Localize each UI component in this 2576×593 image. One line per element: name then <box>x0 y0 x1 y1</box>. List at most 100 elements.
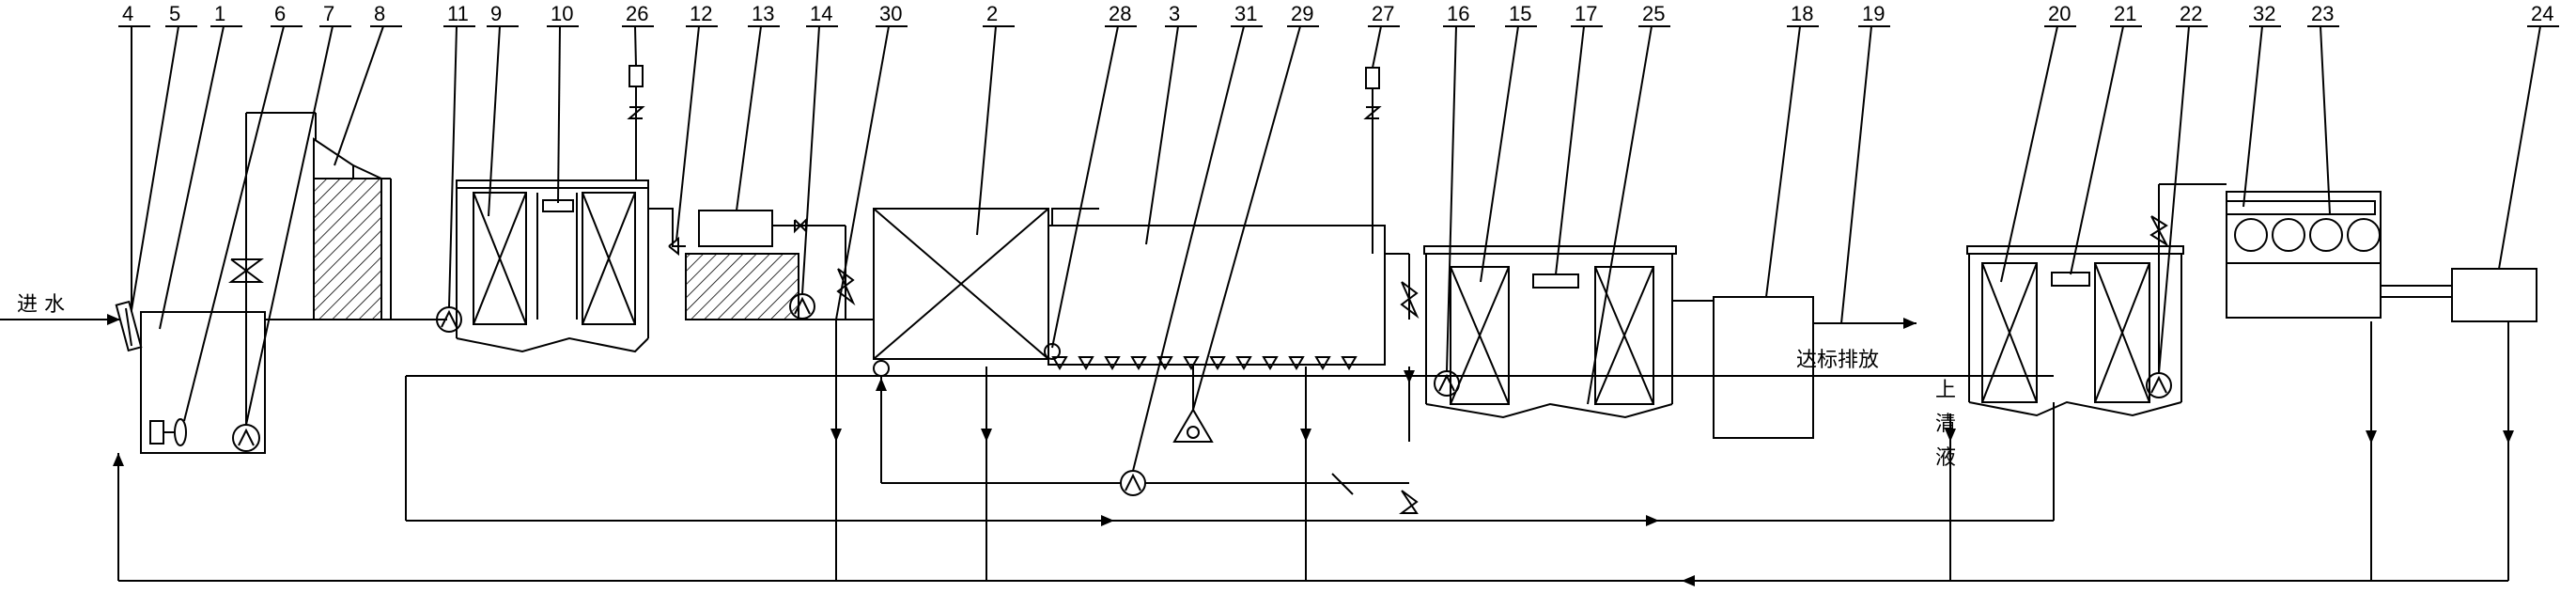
callout-leader-1 <box>159 25 225 330</box>
callout-leader-32 <box>2242 25 2263 208</box>
blower-29 <box>1172 365 1214 443</box>
diffuser <box>1051 356 1068 370</box>
sludge-cake-box <box>2381 268 2537 322</box>
callout-13: 13 <box>752 2 774 25</box>
callout-leader-24 <box>2498 25 2541 270</box>
callout-18: 18 <box>1791 2 1813 25</box>
return-pump-31 <box>876 376 1419 514</box>
callout-leader-23 <box>2320 25 2331 215</box>
callout-31: 31 <box>1234 2 1257 25</box>
callout-leader-22 <box>2158 25 2190 374</box>
callout-4: 4 <box>122 2 133 25</box>
press-rollers <box>2234 218 2381 252</box>
callout-leader-13 <box>736 25 762 211</box>
callout-26: 26 <box>626 2 648 25</box>
callout-leader-9 <box>488 25 501 217</box>
callout-leader-7 <box>245 25 334 426</box>
sludge-thickener <box>1966 183 2227 417</box>
aeration-tank <box>1047 208 1409 370</box>
callout-1: 1 <box>214 2 225 25</box>
supernatant-label: 上 清 液 <box>1935 379 1956 470</box>
roller <box>2272 218 2305 252</box>
main-flow-line <box>265 178 447 320</box>
diffuser <box>1104 356 1121 370</box>
callout-8: 8 <box>374 2 385 25</box>
diffuser <box>1130 356 1147 370</box>
callout-leader-18 <box>1765 25 1801 298</box>
reactor-2 <box>873 208 1061 377</box>
callout-5: 5 <box>169 2 180 25</box>
diffuser <box>1183 356 1200 370</box>
callout-leader-25 <box>1587 25 1653 405</box>
callout-leader-6 <box>183 25 285 422</box>
callout-24: 24 <box>2531 2 2553 25</box>
filter-press <box>2226 191 2382 319</box>
callout-leader-19 <box>1840 25 1872 324</box>
callout-leader-31 <box>1132 25 1245 472</box>
callout-20: 20 <box>2048 2 2071 25</box>
bar-screen <box>115 300 143 352</box>
callout-leader-26 <box>634 25 637 67</box>
settling-tank-2 <box>1400 245 1677 419</box>
intermediate-tank <box>648 208 874 320</box>
aeration-diffusers <box>1051 356 1358 370</box>
callout-leader-14 <box>801 25 820 295</box>
callout-leader-5 <box>131 25 179 311</box>
settling-tank-1 <box>436 179 649 353</box>
callout-28: 28 <box>1109 2 1131 25</box>
callout-leader-2 <box>976 25 997 236</box>
callout-leader-8 <box>334 25 384 166</box>
diffuser <box>1235 356 1252 370</box>
roller <box>2309 218 2343 252</box>
svg-text:液: 液 <box>1935 446 1956 470</box>
callout-16: 16 <box>1447 2 1469 25</box>
clean-water-tank <box>1672 296 1916 439</box>
callout-12: 12 <box>690 2 712 25</box>
callout-7: 7 <box>323 2 334 25</box>
callout-19: 19 <box>1862 2 1885 25</box>
diffuser <box>1156 356 1173 370</box>
svg-text:上: 上 <box>1935 379 1956 402</box>
callout-leader-10 <box>557 25 561 204</box>
inlet-label: 进 水 <box>17 293 65 317</box>
callout-11: 11 <box>447 2 469 25</box>
regulating-tank <box>140 311 266 454</box>
callout-10: 10 <box>551 2 573 25</box>
callout-9: 9 <box>490 2 502 25</box>
callout-leader-20 <box>2000 25 2058 283</box>
return-lines <box>113 320 2514 586</box>
callout-leader-12 <box>675 25 700 242</box>
hatched-filter-1 <box>313 137 382 320</box>
callout-23: 23 <box>2311 2 2334 25</box>
callout-25: 25 <box>1642 2 1665 25</box>
callout-leader-3 <box>1145 25 1179 245</box>
callout-14: 14 <box>810 2 832 25</box>
callout-leader-11 <box>448 25 458 308</box>
diffuser <box>1209 356 1226 370</box>
callout-15: 15 <box>1509 2 1531 25</box>
callout-leader-16 <box>1446 25 1457 372</box>
callout-leader-17 <box>1555 25 1585 275</box>
callout-32: 32 <box>2253 2 2275 25</box>
callout-6: 6 <box>274 2 286 25</box>
diffuser <box>1078 356 1094 370</box>
callout-leader-15 <box>1480 25 1519 283</box>
discharge-label: 达标排放 <box>1796 349 1879 372</box>
dosing-point-26 <box>627 65 645 180</box>
callout-30: 30 <box>879 2 902 25</box>
diffuser <box>1288 356 1305 370</box>
callout-17: 17 <box>1575 2 1597 25</box>
callout-leader-21 <box>2070 25 2124 275</box>
callout-29: 29 <box>1291 2 1313 25</box>
diffuser <box>1262 356 1279 370</box>
diffuser <box>1341 356 1358 370</box>
roller <box>2347 218 2381 252</box>
inlet-pipe <box>0 314 120 325</box>
roller <box>2234 218 2268 252</box>
callout-22: 22 <box>2180 2 2202 25</box>
callout-leader-30 <box>835 25 890 320</box>
callout-2: 2 <box>986 2 998 25</box>
lift-pump <box>228 112 317 452</box>
